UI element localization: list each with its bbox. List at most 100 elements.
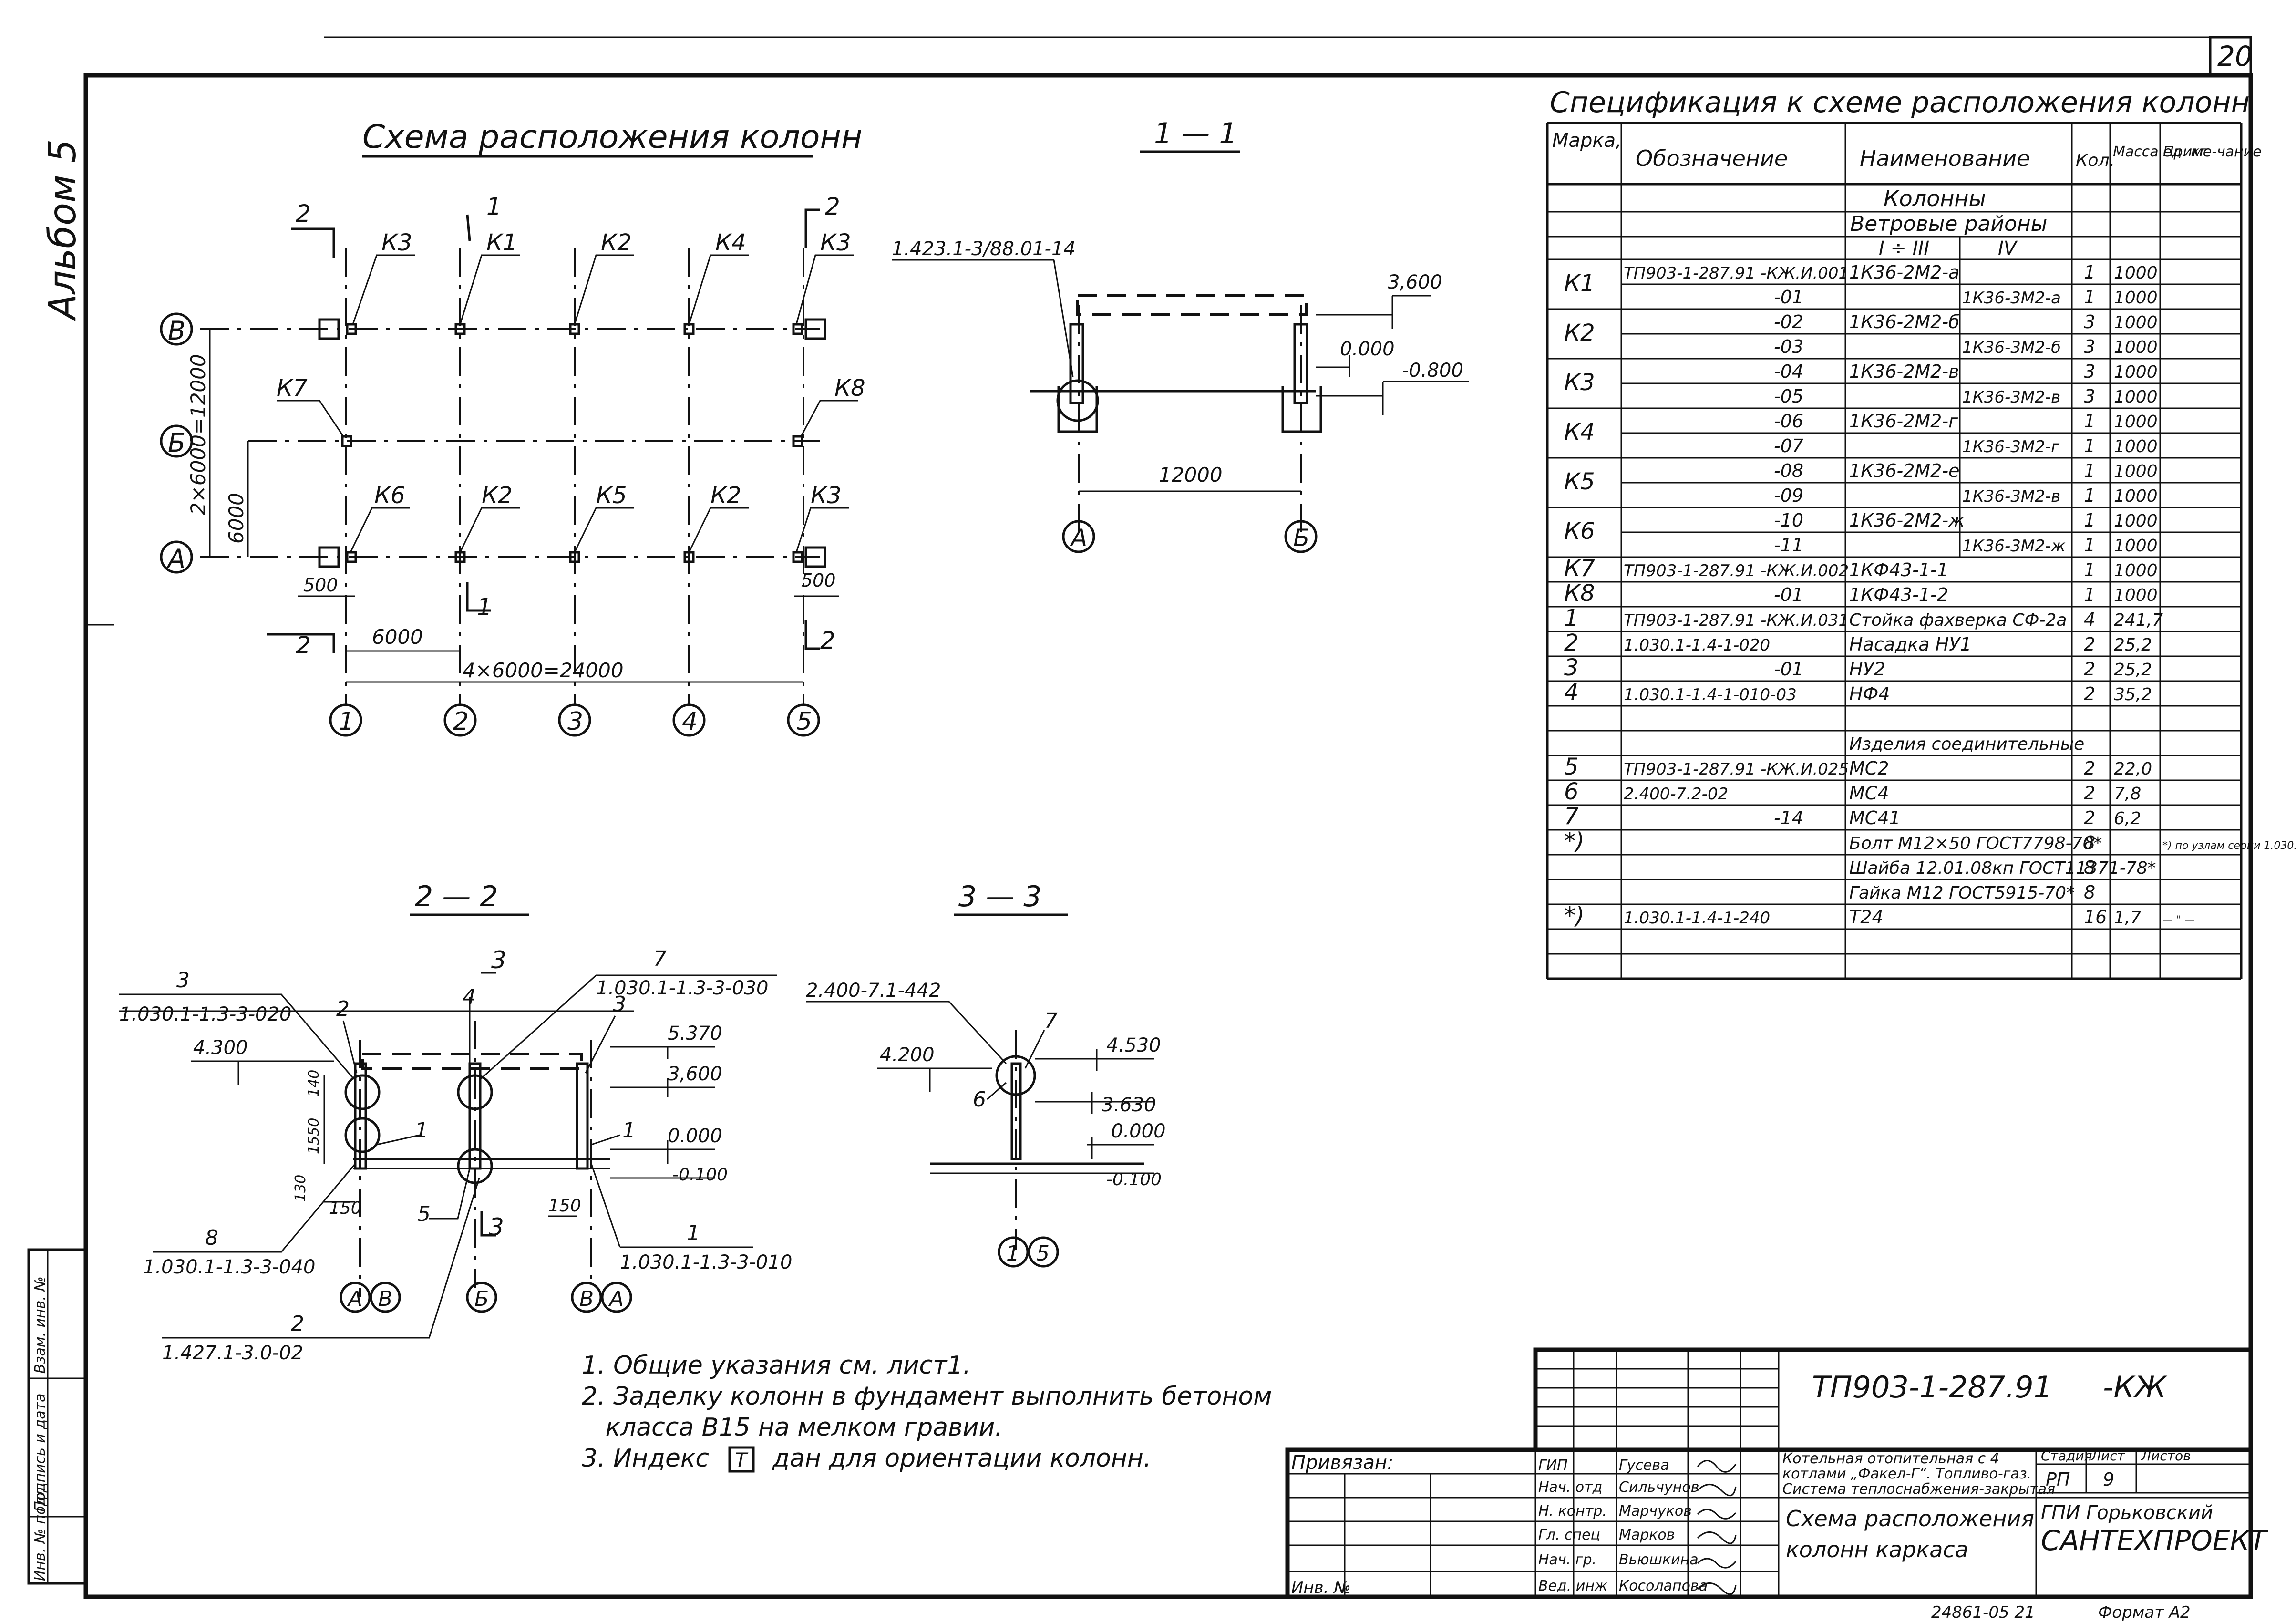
spec-row-name: МС2 — [1849, 758, 1889, 779]
spec-header-code: Обозначение — [1636, 145, 1788, 171]
role-5: Нач. гр. — [1538, 1551, 1596, 1568]
plan-dim-bay: 6000 — [372, 625, 423, 649]
plan-mark-bot-4: К2 — [710, 482, 741, 509]
spec-row-name-alt: 1К36-3М2-ж — [1962, 537, 2066, 556]
spec-row-name-alt: 1К36-3М2-в — [1962, 388, 2060, 407]
spec-row-qty: 3 — [2084, 336, 2095, 357]
spec-row-name: 1К36-2М2-б — [1849, 311, 1960, 332]
spec-group-columns: Колонны — [1884, 186, 1986, 211]
inv-label: Инв. № — [1291, 1578, 1351, 1597]
spec-row-name: Т24 — [1849, 907, 1884, 928]
section22-ref1: 1.030.1-1.3-3-010 — [620, 1251, 792, 1273]
spec-row-qty: 8 — [2084, 832, 2095, 853]
section33-level-4: 0.000 — [1111, 1120, 1166, 1142]
spec-row-code: 1.030.1-1.4-1-240 — [1624, 909, 1770, 928]
index-t-box — [728, 1446, 755, 1473]
section22-p1b: 1 — [622, 1118, 636, 1143]
spec-row-code: -04 — [1774, 361, 1803, 382]
title-block: ТП903-1-287.91 -КЖ Привязан: Инв. № ГИП … — [1285, 1347, 2269, 1622]
plan-axis-row-b: Б — [168, 428, 185, 458]
spec-row-name: Болт М12×50 ГОСТ7798-70* — [1849, 834, 2102, 853]
sheet-value: 9 — [2103, 1469, 2114, 1490]
spec-row-mark: К5 — [1564, 468, 1595, 495]
spec-row-mass: 1000 — [2114, 412, 2158, 432]
spec-row-name: МС4 — [1849, 783, 1889, 804]
section-2-2: 2 — 2 А В Б В А — [119, 880, 792, 1364]
spec-row-mass: 25,2 — [2114, 635, 2152, 655]
spec-row-name: 1КФ43-1-2 — [1849, 584, 1948, 605]
spec-row-code: -10 — [1774, 510, 1803, 531]
plan-mark-top-5: К3 — [820, 229, 851, 256]
stage-value: РП — [2046, 1469, 2070, 1490]
section22-p4: 4 — [463, 985, 476, 1009]
spec-row-mass: 1000 — [2114, 586, 2158, 605]
spec-row-mass: 35,2 — [2114, 685, 2152, 704]
spec-row-name-alt: 1К36-3М2-в — [1962, 487, 2060, 506]
drawing-name-2: колонн каркаса — [1786, 1537, 1968, 1562]
spec-header-mark: Марка, — [1552, 130, 1622, 152]
spec-row-code: -01 — [1774, 287, 1803, 308]
name-4: Марков — [1619, 1527, 1675, 1543]
spec-row-name: 1К36-2М2-г — [1849, 411, 1958, 432]
plan-mark-bot-2: К2 — [482, 482, 513, 509]
spec-row-name: НУ2 — [1849, 659, 1885, 680]
spec-row-mass: 1000 — [2114, 313, 2158, 332]
spec-row-mass: 7,8 — [2114, 784, 2141, 804]
section22-level-1: 4.300 — [193, 1037, 248, 1059]
plan-mark-top-3: К2 — [601, 229, 632, 256]
section22-level-5: -0.100 — [672, 1165, 728, 1185]
plan-axis-col-3: 3 — [567, 707, 583, 736]
section33-title: 3 — 3 — [958, 880, 1042, 913]
format-label: Формат А2 — [2098, 1603, 2191, 1622]
privyazan-label: Привязан: — [1291, 1452, 1394, 1474]
section33-axis-1: 1 — [1006, 1241, 1019, 1266]
spec-row-code: -03 — [1774, 336, 1803, 357]
section22-axis-4: В — [579, 1287, 594, 1311]
spec-row-name: НФ4 — [1849, 683, 1890, 704]
spec-row-mark: 5 — [1564, 754, 1579, 780]
spec-row-qty: 2 — [2084, 807, 2095, 828]
sheet-frame — [83, 73, 2253, 1599]
section33-ref: 2.400-7.1-442 — [806, 980, 941, 1002]
section33-level-2: 4.530 — [1106, 1034, 1161, 1056]
side-vzam-inv: Взам. инв. № — [32, 1276, 49, 1374]
spec-row-name: Шайба 12.01.08кп ГОСТ11371-78* — [1849, 858, 2156, 878]
plan-mark-bot-3: К5 — [596, 482, 627, 509]
spec-row-mass: 1000 — [2114, 362, 2158, 382]
plan-mark-bot-1: К6 — [374, 482, 405, 509]
spec-row-code: -07 — [1774, 435, 1803, 456]
spec-row-qty: 1 — [2084, 287, 2095, 308]
section11-axis-a: А — [1070, 524, 1087, 552]
plan-cut-1b: 1 — [477, 593, 492, 621]
section11-ref: 1.423.1-3/88.01-14 — [892, 238, 1076, 260]
note-1: 1. Общие указания см. лист1. — [582, 1351, 971, 1380]
spec-row-qty: 2 — [2084, 683, 2095, 704]
spec-row-qty: 3 — [2084, 386, 2095, 407]
spec-row-mass: 1000 — [2114, 263, 2158, 283]
section22-p3b: 3 — [613, 992, 626, 1016]
spec-row-qty: 4 — [2084, 609, 2095, 630]
note-2b: класса В15 на мелком гравии. — [582, 1413, 1003, 1442]
section11-level-3: -0.800 — [1402, 360, 1463, 382]
project-line-3: Система теплоснабжения-закрытая — [1782, 1481, 2055, 1498]
plan-cut-2d: 2 — [820, 627, 835, 654]
spec-row-qty: 3 — [2084, 361, 2095, 382]
doc-code: ТП903-1-287.91 — [1812, 1370, 2052, 1405]
section22-level-3: 3,600 — [668, 1063, 722, 1085]
spec-row-mass: 25,2 — [2114, 660, 2152, 680]
sheets-header: Листов — [2141, 1448, 2191, 1464]
plan-dim-offset-right: 500 — [801, 570, 836, 591]
plan-mark-top-2: К1 — [486, 229, 517, 256]
spec-row-mass: 1000 — [2114, 437, 2158, 456]
spec-row-name-alt: 1К36-3М2-б — [1962, 338, 2061, 357]
section33-axis-2: 5 — [1036, 1241, 1050, 1266]
section22-p2: 2 — [336, 997, 350, 1021]
section22-p7: 7 — [653, 947, 667, 971]
note-3b: дан для ориентации колонн. — [772, 1444, 1151, 1473]
spec-row-qty: 1 — [2084, 559, 2095, 580]
section22-level-4: 0.000 — [668, 1125, 722, 1147]
spec-row-mass: 1000 — [2114, 462, 2158, 481]
spec-row-name: Гайка М12 ГОСТ5915-70* — [1849, 883, 2075, 903]
spec-row-qty: 2 — [2084, 659, 2095, 680]
plan-dim-span-v: 2×6000=12000 — [186, 354, 210, 515]
